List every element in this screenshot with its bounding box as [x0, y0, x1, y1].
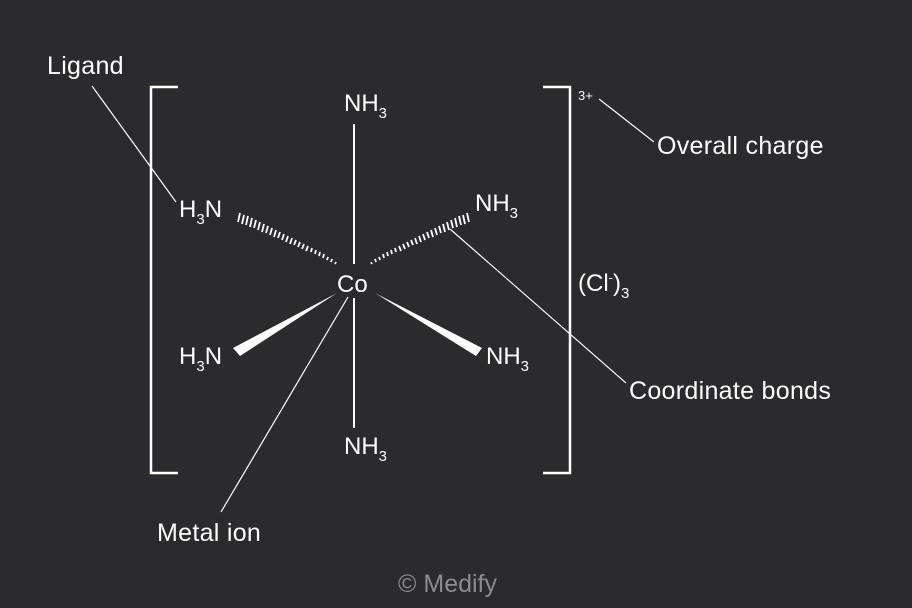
ligand-leader-line	[91, 85, 177, 203]
metal-ion-leader-line	[220, 296, 349, 513]
left-bracket	[149, 85, 178, 475]
center-atom: Co	[337, 271, 368, 298]
ligand-top: NH3	[344, 90, 387, 122]
watermark: © Medify	[398, 570, 497, 598]
ligand-lower-right: NH3	[486, 343, 529, 375]
wedge-bond-lower-left	[233, 293, 337, 356]
hashed-bond-upper-left	[237, 212, 337, 265]
ligand-bottom: NH3	[344, 433, 387, 465]
right-bracket	[543, 85, 572, 475]
wedge-bond-lower-right	[375, 293, 482, 356]
charge-leader-line	[598, 98, 655, 143]
metal-ion-annotation: Metal ion	[157, 519, 261, 547]
ligand-upper-left: H3N	[179, 196, 222, 228]
coordinate-bonds-annotation: Coordinate bonds	[629, 377, 831, 405]
ligand-upper-right: NH3	[475, 190, 518, 222]
hashed-bond-upper-right	[370, 212, 470, 265]
overall-charge-superscript: 3+	[578, 88, 593, 103]
ligand-lower-left: H3N	[179, 343, 222, 375]
overall-charge-annotation: Overall charge	[657, 132, 824, 160]
coordinate-bonds-leader-line	[449, 228, 627, 384]
ligand-annotation: Ligand	[47, 52, 124, 80]
counter-ion: (Cl-)3	[578, 270, 629, 302]
